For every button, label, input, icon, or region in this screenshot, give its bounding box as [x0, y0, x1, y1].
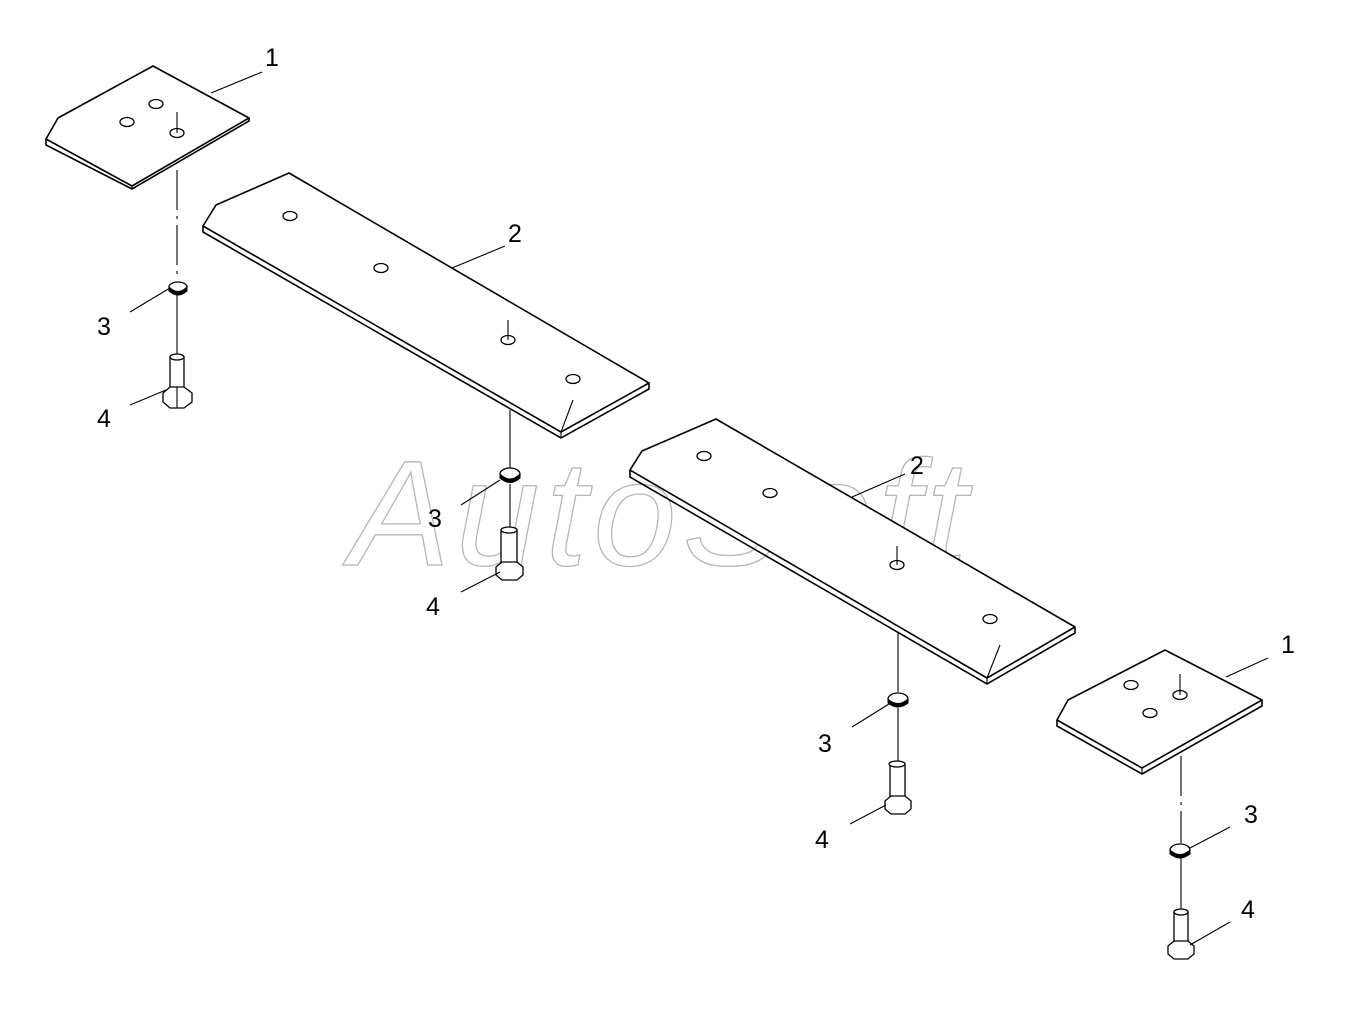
washer-mid-left — [499, 467, 521, 483]
end-plate-left — [45, 65, 250, 190]
bolt-mid-right — [884, 760, 912, 815]
bolt-mid-left — [495, 526, 524, 581]
washer-left — [168, 281, 188, 296]
callout-2-left-blade: 2 — [508, 220, 522, 248]
callout-2-right-blade: 2 — [910, 452, 924, 480]
callout-4-right: 4 — [1241, 896, 1255, 924]
cutting-blade-right — [629, 418, 1076, 685]
callout-3-left: 3 — [97, 313, 111, 341]
callout-1-top-left: 1 — [265, 44, 279, 72]
callout-4-left: 4 — [97, 405, 111, 433]
callout-3-right: 3 — [1244, 801, 1258, 829]
end-plate-right — [1056, 649, 1263, 775]
callout-4-mid-right: 4 — [815, 826, 829, 854]
callout-1-right: 1 — [1281, 631, 1295, 659]
washer-mid-right — [887, 692, 909, 708]
callout-3-mid-left: 3 — [428, 505, 442, 533]
callout-4-mid-left: 4 — [426, 593, 440, 621]
cutting-blade-left — [202, 172, 650, 439]
bolt-right — [1167, 908, 1195, 960]
callout-3-mid-right: 3 — [818, 730, 832, 758]
bolt-left — [162, 353, 193, 409]
washer-right — [1169, 843, 1191, 859]
